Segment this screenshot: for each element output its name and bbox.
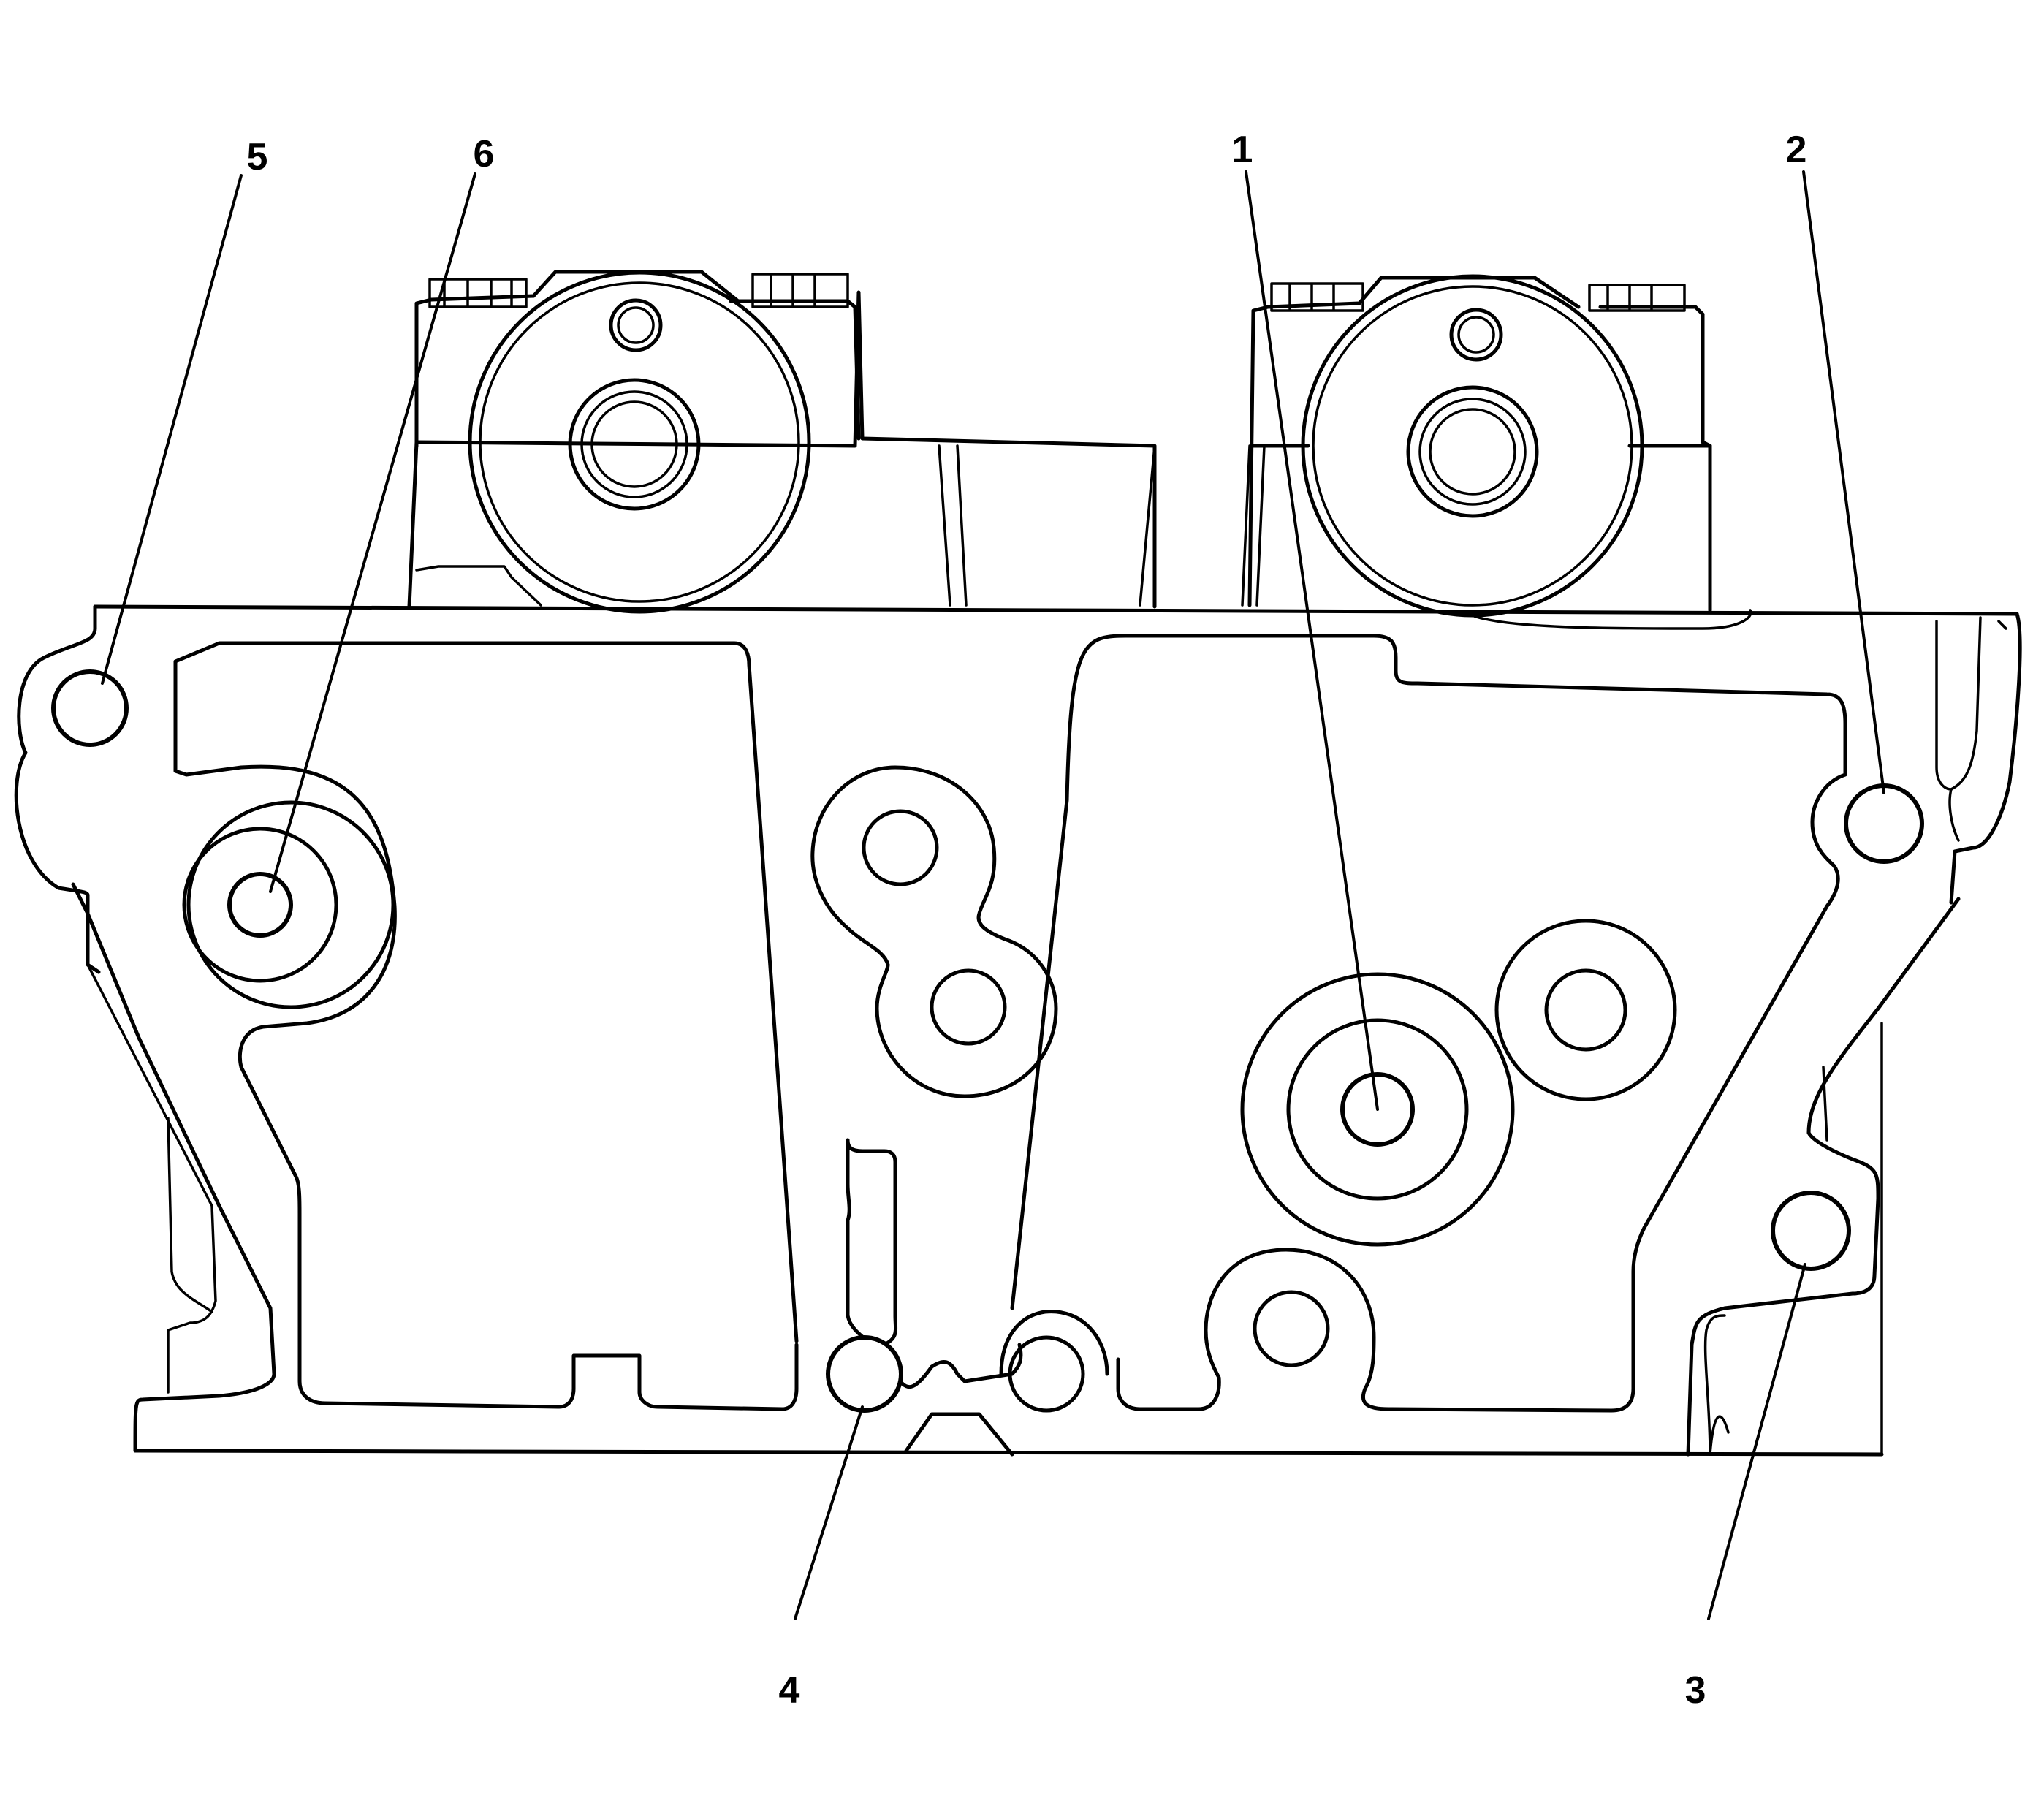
cylinder-head-body bbox=[14, 604, 2022, 1457]
bolt-3 bbox=[1771, 1191, 1851, 1271]
callout-1: 1 bbox=[1232, 129, 1253, 171]
bolt-4 bbox=[826, 1335, 903, 1413]
callout-2: 2 bbox=[1786, 129, 1807, 171]
callout-4: 4 bbox=[779, 1669, 800, 1712]
bolt-2 bbox=[1844, 783, 1924, 864]
callout-6: 6 bbox=[474, 133, 495, 175]
bolt-6 bbox=[227, 872, 293, 938]
bolt-5 bbox=[51, 669, 129, 747]
leader-line-4 bbox=[794, 1405, 864, 1620]
leader-line-6 bbox=[269, 172, 476, 893]
callout-3: 3 bbox=[1685, 1669, 1706, 1712]
leader-line-2 bbox=[1802, 170, 1885, 794]
leader-line-5 bbox=[101, 174, 243, 685]
camshaft-assembly bbox=[407, 270, 1752, 630]
leader-line-1 bbox=[1245, 170, 1379, 1111]
callout-labels: 1 2 3 4 5 6 bbox=[247, 129, 1807, 1712]
callout-5: 5 bbox=[247, 136, 268, 178]
leader-lines bbox=[101, 170, 1885, 1620]
leader-line-3 bbox=[1707, 1263, 1806, 1620]
